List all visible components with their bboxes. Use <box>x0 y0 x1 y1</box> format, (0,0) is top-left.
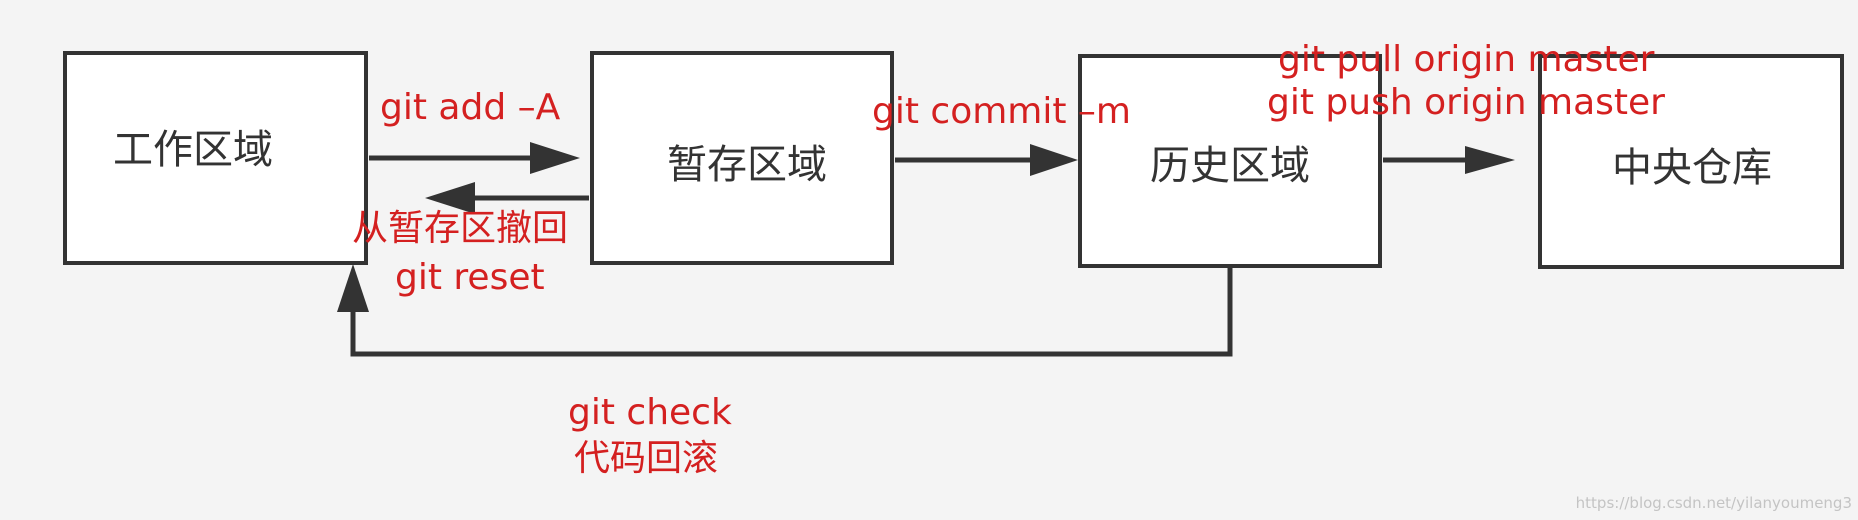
watermark-url: https://blog.csdn.net/yilanyoumeng3 <box>1576 494 1852 512</box>
history-area-label: 历史区域 <box>1150 143 1310 189</box>
checkout-arrow <box>337 264 1233 357</box>
central-repo-label: 中央仓库 <box>1612 145 1772 191</box>
reset-caption-label: 从暂存区撤回 <box>352 208 568 249</box>
reset-command-label: git reset <box>395 257 545 298</box>
checkout-command-label: git check <box>568 392 732 433</box>
work-area-box <box>63 51 368 265</box>
history-area-box <box>1078 54 1382 268</box>
reset-arrow <box>425 182 589 214</box>
push-command-label: git push origin master <box>1267 82 1665 123</box>
central-repo-box <box>1538 54 1844 269</box>
add-arrow <box>369 142 580 174</box>
work-area-label: 工作区域 <box>113 127 273 173</box>
staging-area-box <box>590 51 894 265</box>
pull-command-label: git pull origin master <box>1278 39 1655 80</box>
add-command-label: git add –A <box>380 87 561 128</box>
checkout-caption-label: 代码回滚 <box>574 438 718 479</box>
push-arrow <box>1383 146 1515 174</box>
commit-command-label: git commit –m <box>872 91 1131 132</box>
commit-arrow <box>895 144 1078 176</box>
staging-area-label: 暂存区域 <box>667 142 827 188</box>
